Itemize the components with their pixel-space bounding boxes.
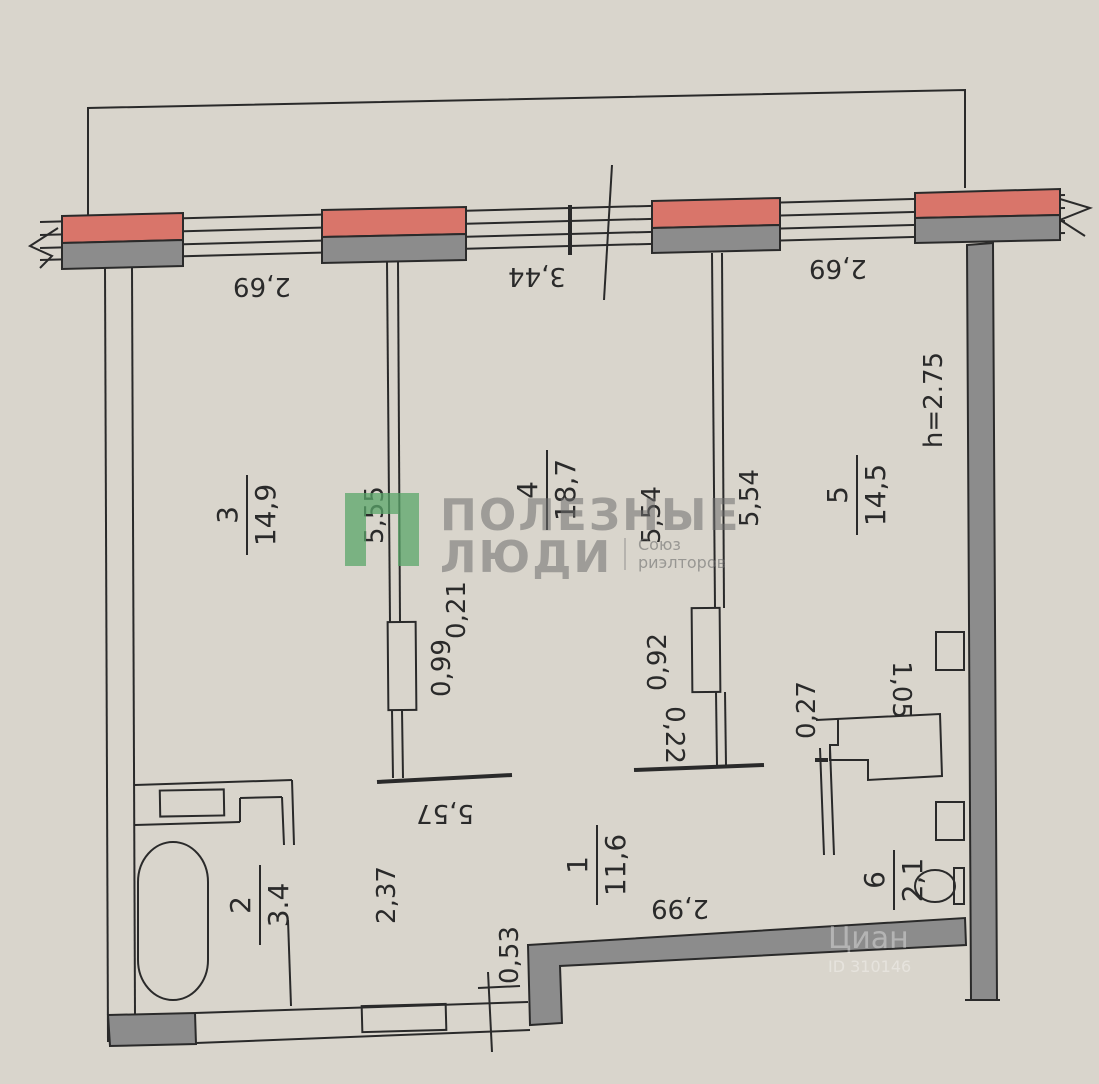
- pier-4: [914, 187, 1061, 245]
- entrance-dim-line: [487, 971, 493, 1053]
- dim-top-right: 2,69: [809, 253, 867, 283]
- logo-mark-icon: [345, 493, 419, 566]
- window-break-right: [1049, 195, 1094, 237]
- room-3-label: 3 14,9: [211, 475, 282, 555]
- ceiling-height: h=2.75: [919, 352, 949, 448]
- listing-watermark: Циан ID 310146: [828, 921, 911, 976]
- listing-id: ID 310146: [828, 957, 911, 976]
- wc-walls: [815, 631, 965, 856]
- room-6-label: 6 2,1: [858, 850, 929, 910]
- room-4-label: 4 18,7: [511, 450, 582, 530]
- room-2-number: 2: [224, 896, 257, 914]
- room-2-label: 2 3.4: [224, 865, 295, 945]
- dim-entry-wall: 0,53: [495, 926, 525, 984]
- entrance-dim-tick: [477, 985, 521, 989]
- dim-wc-small: 0,27: [792, 681, 822, 739]
- pier-2: [321, 205, 467, 265]
- room-1-label: 1 11,6: [561, 825, 632, 905]
- dim-hall-bottom: 2,99: [651, 893, 709, 923]
- right-wall: [965, 241, 999, 1001]
- pier-1: [61, 211, 184, 271]
- balcony-outline: [87, 88, 966, 215]
- dim-wall-right-b: 5,54: [735, 469, 765, 527]
- bathtub-icon: [137, 841, 209, 1001]
- dim-door-right-width: 0,92: [643, 633, 673, 691]
- watermark-line2: ЛЮДИ: [440, 532, 612, 583]
- dim-top-left: 2,69: [233, 271, 291, 301]
- room-6-number: 6: [858, 871, 891, 889]
- bottom-wall: [106, 1001, 531, 1048]
- window-break-left: [27, 227, 59, 269]
- dim-bath-length: 2,37: [372, 866, 402, 924]
- dim-wc-width: 1,05: [886, 661, 916, 719]
- room-4-area: 18,7: [549, 459, 582, 521]
- dim-wall-right-a: 5,54: [637, 486, 667, 544]
- partition-right: [633, 252, 765, 772]
- room-1-area: 11,6: [599, 834, 632, 896]
- room-4-number: 4: [511, 481, 544, 499]
- bathroom-walls: [134, 779, 295, 1007]
- dim-hall-width: 5,57: [416, 798, 474, 828]
- room-5-number: 5: [821, 486, 854, 504]
- watermark-tag1: Союз: [638, 535, 681, 554]
- partition-left: [376, 261, 513, 784]
- watermark-line1: ПОЛЕЗНЫЕ: [440, 490, 741, 541]
- dim-door-left-offset: 0,21: [442, 581, 472, 639]
- entrance-wall: [526, 916, 968, 1027]
- listing-brand: Циан: [828, 921, 909, 956]
- window-strip: [39, 194, 1066, 261]
- room-6-area: 2,1: [896, 858, 929, 903]
- toilet-icon: [914, 867, 965, 905]
- room-2-area: 3.4: [262, 883, 295, 928]
- watermark-logo: ПОЛЕЗНЫЕ ЛЮДИ Союз риэлторов: [345, 490, 741, 583]
- room-3-number: 3: [211, 506, 244, 524]
- watermark-tag2: риэлторов: [638, 553, 726, 572]
- left-wall: [104, 267, 136, 1043]
- room-3-area: 14,9: [249, 484, 282, 546]
- dim-top-center: 3,44: [508, 261, 566, 291]
- dim-door-left-width: 0,99: [427, 639, 457, 697]
- room-5-label: 5 14,5: [821, 455, 892, 535]
- room-5-area: 14,5: [859, 464, 892, 526]
- pier-3: [651, 196, 781, 255]
- center-axis-mark: [603, 164, 613, 301]
- room-1-number: 1: [561, 856, 594, 874]
- dim-door-right-offset: 0,22: [659, 706, 689, 764]
